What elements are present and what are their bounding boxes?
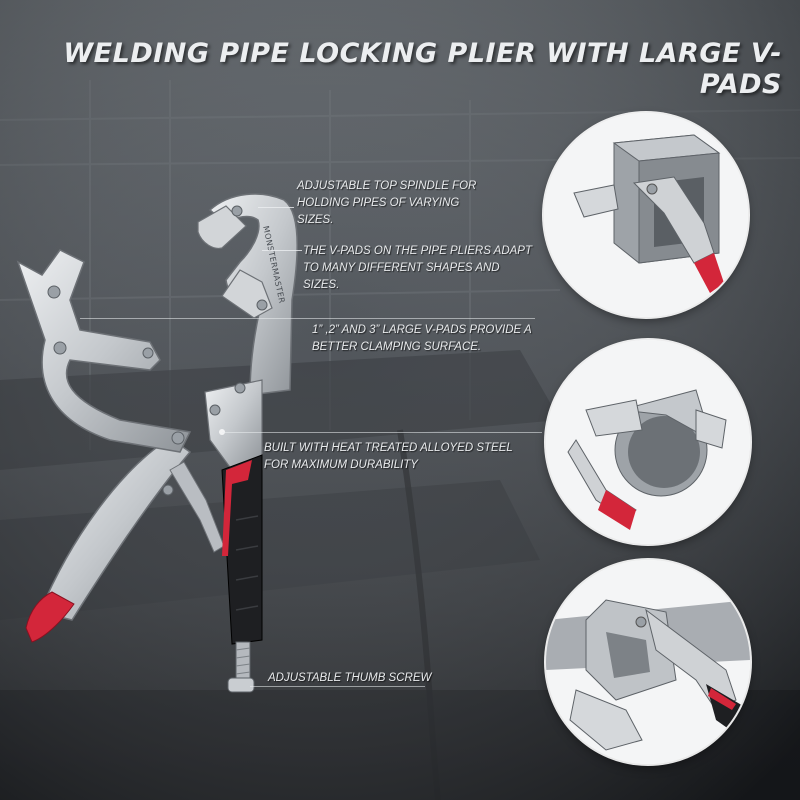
callout-line-steel <box>222 432 542 433</box>
round-pipe-clamp-icon <box>546 340 750 544</box>
callout-line-vpads <box>262 250 302 251</box>
callout-line-spindle <box>258 207 294 208</box>
callout-spindle: ADJUSTABLE TOP SPINDLE FOR HOLDING PIPES… <box>297 180 477 226</box>
round-pipe-photo <box>546 340 750 544</box>
callout-vpads: THE V-PADS ON THE PIPE PLIERS ADAPT TO M… <box>303 245 532 291</box>
callout-screw: ADJUSTABLE THUMB SCREW <box>268 672 432 684</box>
square-tube-photo <box>544 113 748 317</box>
callout-sizes: 1” ,2” AND 3” LARGE V-PADS PROVIDE A BET… <box>312 324 532 353</box>
square-tube-clamp-icon <box>544 113 748 317</box>
banner-title: WELDING PIPE LOCKING PLIER WITH LARGE V-… <box>63 38 782 100</box>
plier-illustration <box>16 193 298 693</box>
callout-line-screw <box>250 686 425 687</box>
angle-iron-clamp-icon <box>546 560 750 764</box>
callout-steel: BUILT WITH HEAT TREATED ALLOYED STEEL FO… <box>264 442 513 471</box>
callout-line-sizes <box>80 318 535 319</box>
angle-iron-photo <box>546 560 750 764</box>
